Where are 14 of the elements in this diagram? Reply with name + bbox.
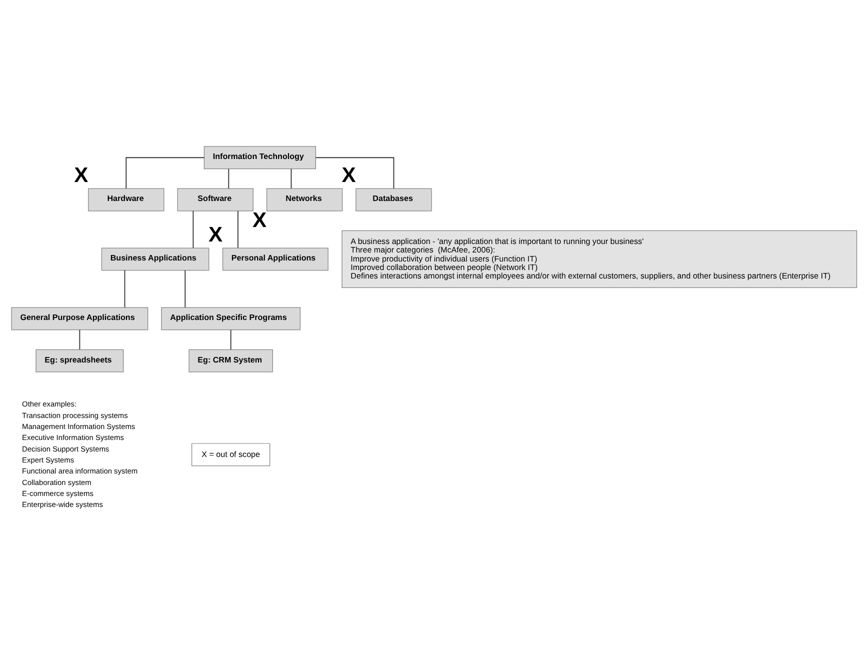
- node-label: X: [252, 208, 267, 232]
- node-label: X: [342, 163, 356, 186]
- connector: [184, 269, 186, 308]
- connector: [315, 156, 394, 188]
- connector: [290, 168, 292, 188]
- connector: [124, 269, 126, 308]
- node-label: X: [74, 163, 88, 186]
- connector: [230, 329, 232, 350]
- connector: [126, 156, 205, 188]
- connector: [192, 210, 194, 248]
- node-label: X: [208, 222, 223, 246]
- connector: [228, 168, 230, 188]
- connector: [79, 329, 80, 350]
- connector: [237, 210, 238, 248]
